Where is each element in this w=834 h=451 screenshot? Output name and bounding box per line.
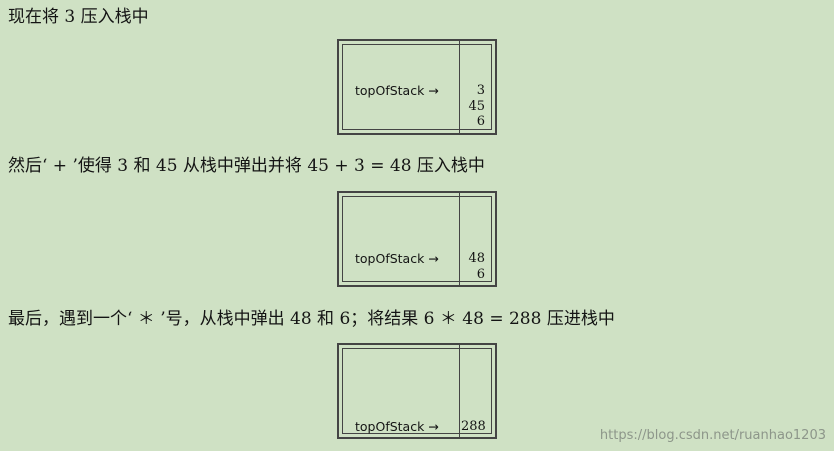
stack-divider (459, 345, 460, 437)
step-3-description: 最后，遇到一个‘ ＊ ’号，从栈中弹出 48 和 6；将结果 6 ＊ 48 = … (8, 309, 615, 329)
stack-value: 3 (476, 83, 485, 98)
step-1-description: 现在将 3 压入栈中 (8, 7, 149, 27)
top-of-stack-pointer: topOfStack → (355, 83, 439, 98)
stack-value: 6 (476, 114, 485, 129)
stack-divider (459, 41, 460, 133)
stack-values: 3 45 6 (461, 83, 485, 130)
stack-diagram-step-3: topOfStack → 288 (337, 343, 497, 439)
stack-frame: topOfStack → 48 6 (342, 193, 492, 285)
stack-divider (459, 193, 460, 285)
stack-value: 48 (468, 251, 485, 266)
stack-value: 45 (468, 98, 485, 114)
step-2-description: 然后‘ + ’使得 3 和 45 从栈中弹出并将 45 + 3 = 48 压入栈… (8, 156, 485, 176)
stack-value: 6 (476, 266, 485, 282)
stack-values: 288 (461, 419, 486, 435)
top-of-stack-pointer: topOfStack → (355, 419, 439, 434)
stack-diagram-step-1: topOfStack → 3 45 6 (337, 39, 497, 135)
stack-frame: topOfStack → 288 (342, 345, 492, 437)
stack-value: 288 (461, 419, 486, 434)
stack-frame: topOfStack → 3 45 6 (342, 41, 492, 133)
watermark-url: https://blog.csdn.net/ruanhao1203 (599, 428, 826, 443)
stack-diagram-step-2: topOfStack → 48 6 (337, 191, 497, 287)
top-of-stack-pointer: topOfStack → (355, 251, 439, 266)
stack-values: 48 6 (461, 251, 485, 282)
